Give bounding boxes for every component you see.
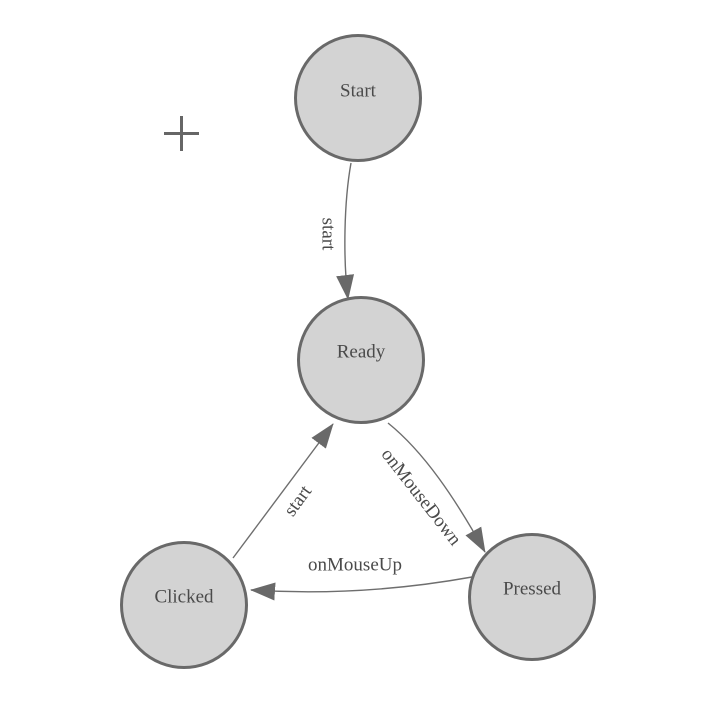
state-node-ready-circle[interactable] xyxy=(297,296,425,424)
state-node-clicked[interactable]: Clicked xyxy=(120,541,248,669)
edge-line-start-to-ready[interactable] xyxy=(336,162,355,300)
state-node-start-circle[interactable] xyxy=(294,34,422,162)
edge-pressed-to-clicked: onMouseUp xyxy=(250,555,473,601)
edge-clicked-to-ready: start xyxy=(232,423,334,559)
state-node-pressed[interactable]: Pressed xyxy=(468,533,596,661)
edge-line-ready-to-pressed[interactable] xyxy=(387,422,486,553)
state-node-pressed-circle[interactable] xyxy=(468,533,596,661)
edge-label-onmouseup: onMouseUp xyxy=(308,555,402,576)
state-node-ready[interactable]: Ready xyxy=(297,296,425,424)
edge-line-clicked-to-ready[interactable] xyxy=(232,423,334,559)
state-node-clicked-circle[interactable] xyxy=(120,541,248,669)
edge-ready-to-pressed: onMouseDown xyxy=(377,422,486,553)
state-node-start[interactable]: Start xyxy=(294,34,422,162)
edge-line-pressed-to-clicked[interactable] xyxy=(250,576,473,601)
edge-start-to-ready: start xyxy=(318,162,355,300)
edge-label-start: start xyxy=(318,218,339,251)
plus-icon[interactable] xyxy=(164,116,199,151)
